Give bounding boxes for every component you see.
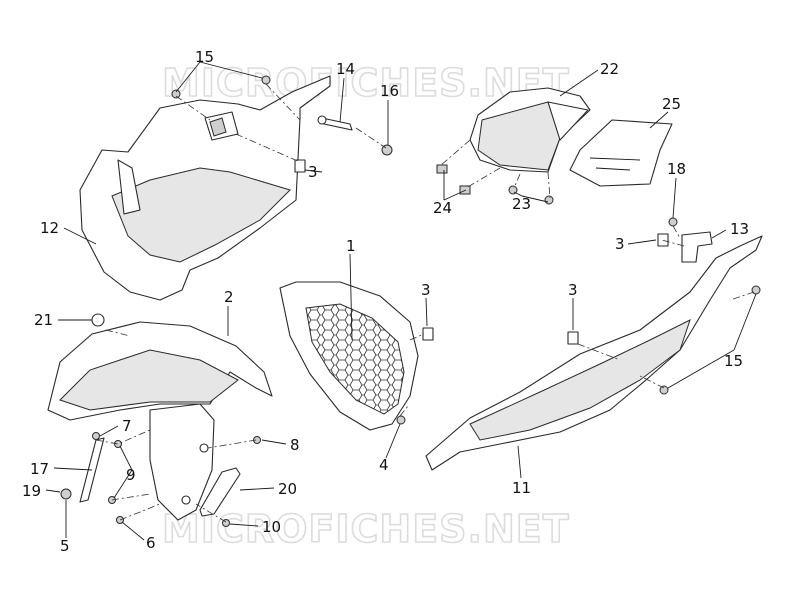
- rod-part: [317, 115, 353, 131]
- leader-lines: [45, 61, 757, 541]
- callout-3-grille: 3: [421, 281, 431, 299]
- lower-spoiler-part: [425, 235, 763, 471]
- mudguard-part: [47, 321, 273, 421]
- callout-7: 7: [122, 417, 132, 435]
- clip-part: [422, 327, 434, 341]
- callout-21: 21: [34, 311, 53, 329]
- callout-20: 20: [278, 480, 297, 498]
- callout-2: 2: [224, 288, 234, 306]
- front-shield-part: [79, 75, 331, 301]
- callout-6: 6: [146, 534, 156, 552]
- mat-part: [569, 119, 673, 187]
- callout-10: 10: [262, 518, 281, 536]
- clip-part: [436, 164, 448, 174]
- washer-part: [92, 432, 100, 440]
- assembly-lines: [95, 83, 755, 523]
- callout-23: 23: [512, 195, 531, 213]
- callout-12: 12: [40, 219, 59, 237]
- screw-part: [396, 415, 406, 425]
- callout-15-top: 15: [195, 48, 214, 66]
- callout-24: 24: [433, 199, 452, 217]
- bolt-part: [171, 89, 181, 99]
- screw-part: [659, 385, 669, 395]
- bolt-part: [261, 75, 271, 85]
- glovebox-part: [469, 87, 591, 173]
- clamp-part: [91, 313, 105, 327]
- watermark-bottom: MICROFICHES.NET: [162, 507, 570, 551]
- callout-4: 4: [379, 456, 389, 474]
- callout-17: 17: [30, 460, 49, 478]
- callout-16: 16: [380, 82, 399, 100]
- screw-part: [253, 436, 261, 444]
- callout-8: 8: [290, 436, 300, 454]
- callout-11: 11: [512, 479, 531, 497]
- callout-9: 9: [126, 466, 136, 484]
- screw-part: [544, 195, 554, 205]
- callout-1: 1: [346, 237, 356, 255]
- bracket-part: [657, 217, 713, 263]
- callout-13: 13: [730, 220, 749, 238]
- callout-22: 22: [600, 60, 619, 78]
- callout-3-shield: 3: [308, 163, 318, 181]
- screw-part: [751, 285, 761, 295]
- callout-19: 19: [22, 482, 41, 500]
- callout-25: 25: [662, 95, 681, 113]
- spacer-part: [114, 440, 122, 448]
- callout-5: 5: [60, 537, 70, 555]
- grommet-part: [381, 144, 393, 156]
- callout-3-bracket: 3: [615, 235, 625, 253]
- nut-part: [60, 488, 72, 500]
- callout-18: 18: [667, 160, 686, 178]
- grille-panel-part: [279, 281, 419, 431]
- clip-part: [294, 159, 306, 173]
- callout-14: 14: [336, 60, 355, 78]
- callout-15-right: 15: [724, 352, 743, 370]
- callout-3-spoiler: 3: [568, 281, 578, 299]
- reflector-part: [199, 467, 241, 517]
- callout-labels: 15 14 16 3 12 22 25 24 23 18 3 13 1 3 3 …: [22, 48, 749, 555]
